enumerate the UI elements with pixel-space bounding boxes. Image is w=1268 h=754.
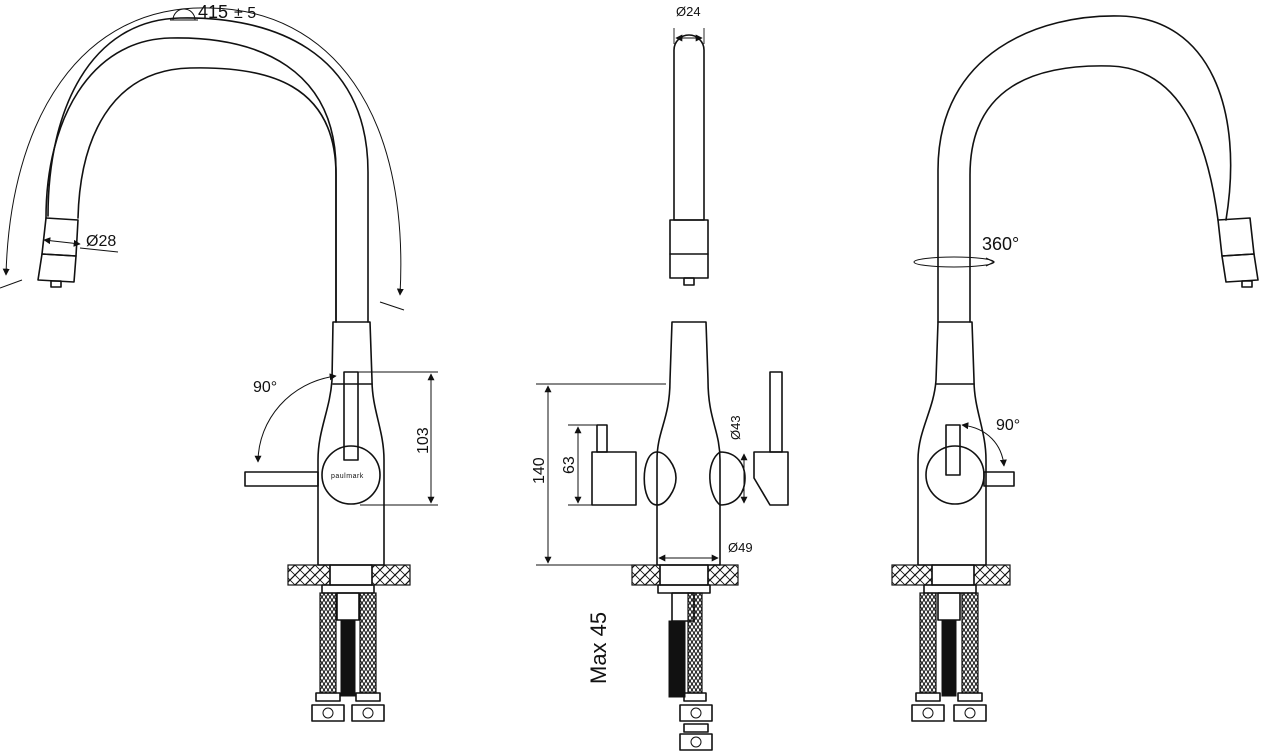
aerator-diameter-label: Ø28: [86, 233, 116, 250]
spray-nozzle-front: [683, 277, 695, 286]
spout-diameter-label: Ø24: [676, 4, 701, 19]
mount-front-hatch-right: [707, 564, 739, 586]
hose-right-b-nut: [953, 704, 987, 722]
spray-head-upper: [41, 217, 79, 257]
hose-front-ferrule: [683, 692, 707, 702]
right-side-view: 360° 90°: [891, 15, 1259, 722]
hose-front-nut-hole: [690, 707, 702, 719]
lever-rotated-right: [983, 471, 1015, 487]
spout-tube-right-b: [969, 65, 1219, 323]
rotation-arrow-icon: [913, 256, 995, 268]
hose-right: [359, 592, 377, 694]
mount-front-stud: [668, 620, 686, 698]
aerator-dim-arrow: [43, 237, 81, 247]
front-view: Ø24 140 63 Ø43 Ø49: [531, 4, 789, 751]
hose-front-nut: [679, 704, 713, 722]
faucet-body: [317, 321, 385, 566]
hose-front-ferrule-2: [683, 723, 709, 733]
reach-tolerance-label: ± 5: [234, 5, 256, 22]
hose-nut-right: [351, 704, 385, 722]
lever-rotation-left-label: 90°: [253, 379, 277, 396]
mount-nut: [336, 592, 360, 621]
spout-tube-b: [77, 67, 337, 323]
lever-vertical-right: [945, 424, 961, 476]
lever-rotation-arrow-right: [961, 422, 1007, 467]
hose-right-a-nut: [911, 704, 945, 722]
arc-length-icon: [172, 8, 196, 21]
rotation-arrow-head: [985, 257, 996, 267]
left-side-view: Ø28 415 ± 5 paulmark 90° 103: [0, 2, 438, 722]
hose-ferrule-left: [315, 692, 341, 702]
hose-right-b-ferrule: [957, 692, 983, 702]
mount-front-center: [659, 564, 709, 586]
faucet-body-right: [917, 321, 987, 566]
mount-right-nut: [937, 592, 961, 621]
handle-right-hub: [709, 451, 746, 506]
reach-tick-left: [0, 279, 23, 289]
hose-nut-left-hole: [322, 707, 334, 719]
spray-head-right-upper: [1217, 217, 1255, 257]
body-cartridge-circle: [321, 445, 381, 505]
handle-right-cap: [753, 451, 789, 506]
handle-right-lever: [769, 371, 783, 453]
spray-head-front: [669, 219, 709, 279]
handle-left-cap: [591, 451, 637, 506]
hose-right-a: [919, 592, 937, 694]
handle-height-label: 63: [561, 456, 578, 474]
mount-right-center: [931, 564, 975, 586]
hose-nut-right-hole: [362, 707, 374, 719]
hose-front: [687, 592, 703, 694]
reach-tick-right: [379, 301, 405, 311]
spray-head-lower: [37, 253, 77, 283]
spout-tube-right-a: [937, 15, 1232, 323]
mount-center: [329, 564, 373, 586]
spray-nozzle-right: [1241, 280, 1253, 288]
lever-rotation-arrow-left: [254, 373, 337, 463]
spout-tube-front: [673, 34, 705, 221]
reach-arc-arrow: [2, 7, 404, 296]
lever-height-label: 103: [415, 427, 432, 454]
aerator-dim-leader: [79, 247, 119, 253]
mount-front-hatch-left: [631, 564, 661, 586]
hose-right-a-ferrule: [915, 692, 941, 702]
mount-hatch-right: [371, 564, 411, 586]
hose-nut-left: [311, 704, 345, 722]
lever-rotation-right-label: 90°: [996, 417, 1020, 434]
mount-front-washer: [657, 584, 711, 594]
mount-right-stud: [941, 619, 957, 697]
hose-left: [319, 592, 337, 694]
mount-hatch-left: [287, 564, 331, 586]
hose-right-a-nut-hole: [922, 707, 934, 719]
lever-vertical: [343, 371, 359, 461]
faucet-body-front: [656, 321, 721, 566]
handle-left-hub: [643, 451, 677, 506]
body-height-label: 140: [531, 457, 548, 484]
mount-washer: [321, 584, 375, 594]
lever-rotated: [244, 471, 319, 487]
spray-head-right-lower: [1221, 253, 1259, 283]
hose-right-b-nut-hole: [964, 707, 976, 719]
mount-stud: [340, 619, 356, 697]
spout-outer-curve: [45, 37, 337, 323]
max-thickness-label: Max 45: [586, 612, 611, 684]
base-diameter-label: Ø49: [728, 540, 753, 555]
spout-tube-a: [47, 17, 369, 323]
swivel-angle-label: 360°: [982, 234, 1019, 254]
hose-front-nut-2: [679, 733, 713, 751]
mount-right-hatch-right: [973, 564, 1011, 586]
mount-right-hatch-left: [891, 564, 933, 586]
hose-right-b: [961, 592, 979, 694]
handle-left-stem: [596, 424, 608, 453]
mount-right-washer: [923, 584, 977, 594]
hose-ferrule-right: [355, 692, 381, 702]
reach-label: 415: [198, 2, 228, 22]
hose-front-nut-2-hole: [690, 736, 702, 748]
brand-mark: paulmark: [331, 473, 364, 480]
handle-diameter-label: Ø43: [728, 415, 743, 440]
